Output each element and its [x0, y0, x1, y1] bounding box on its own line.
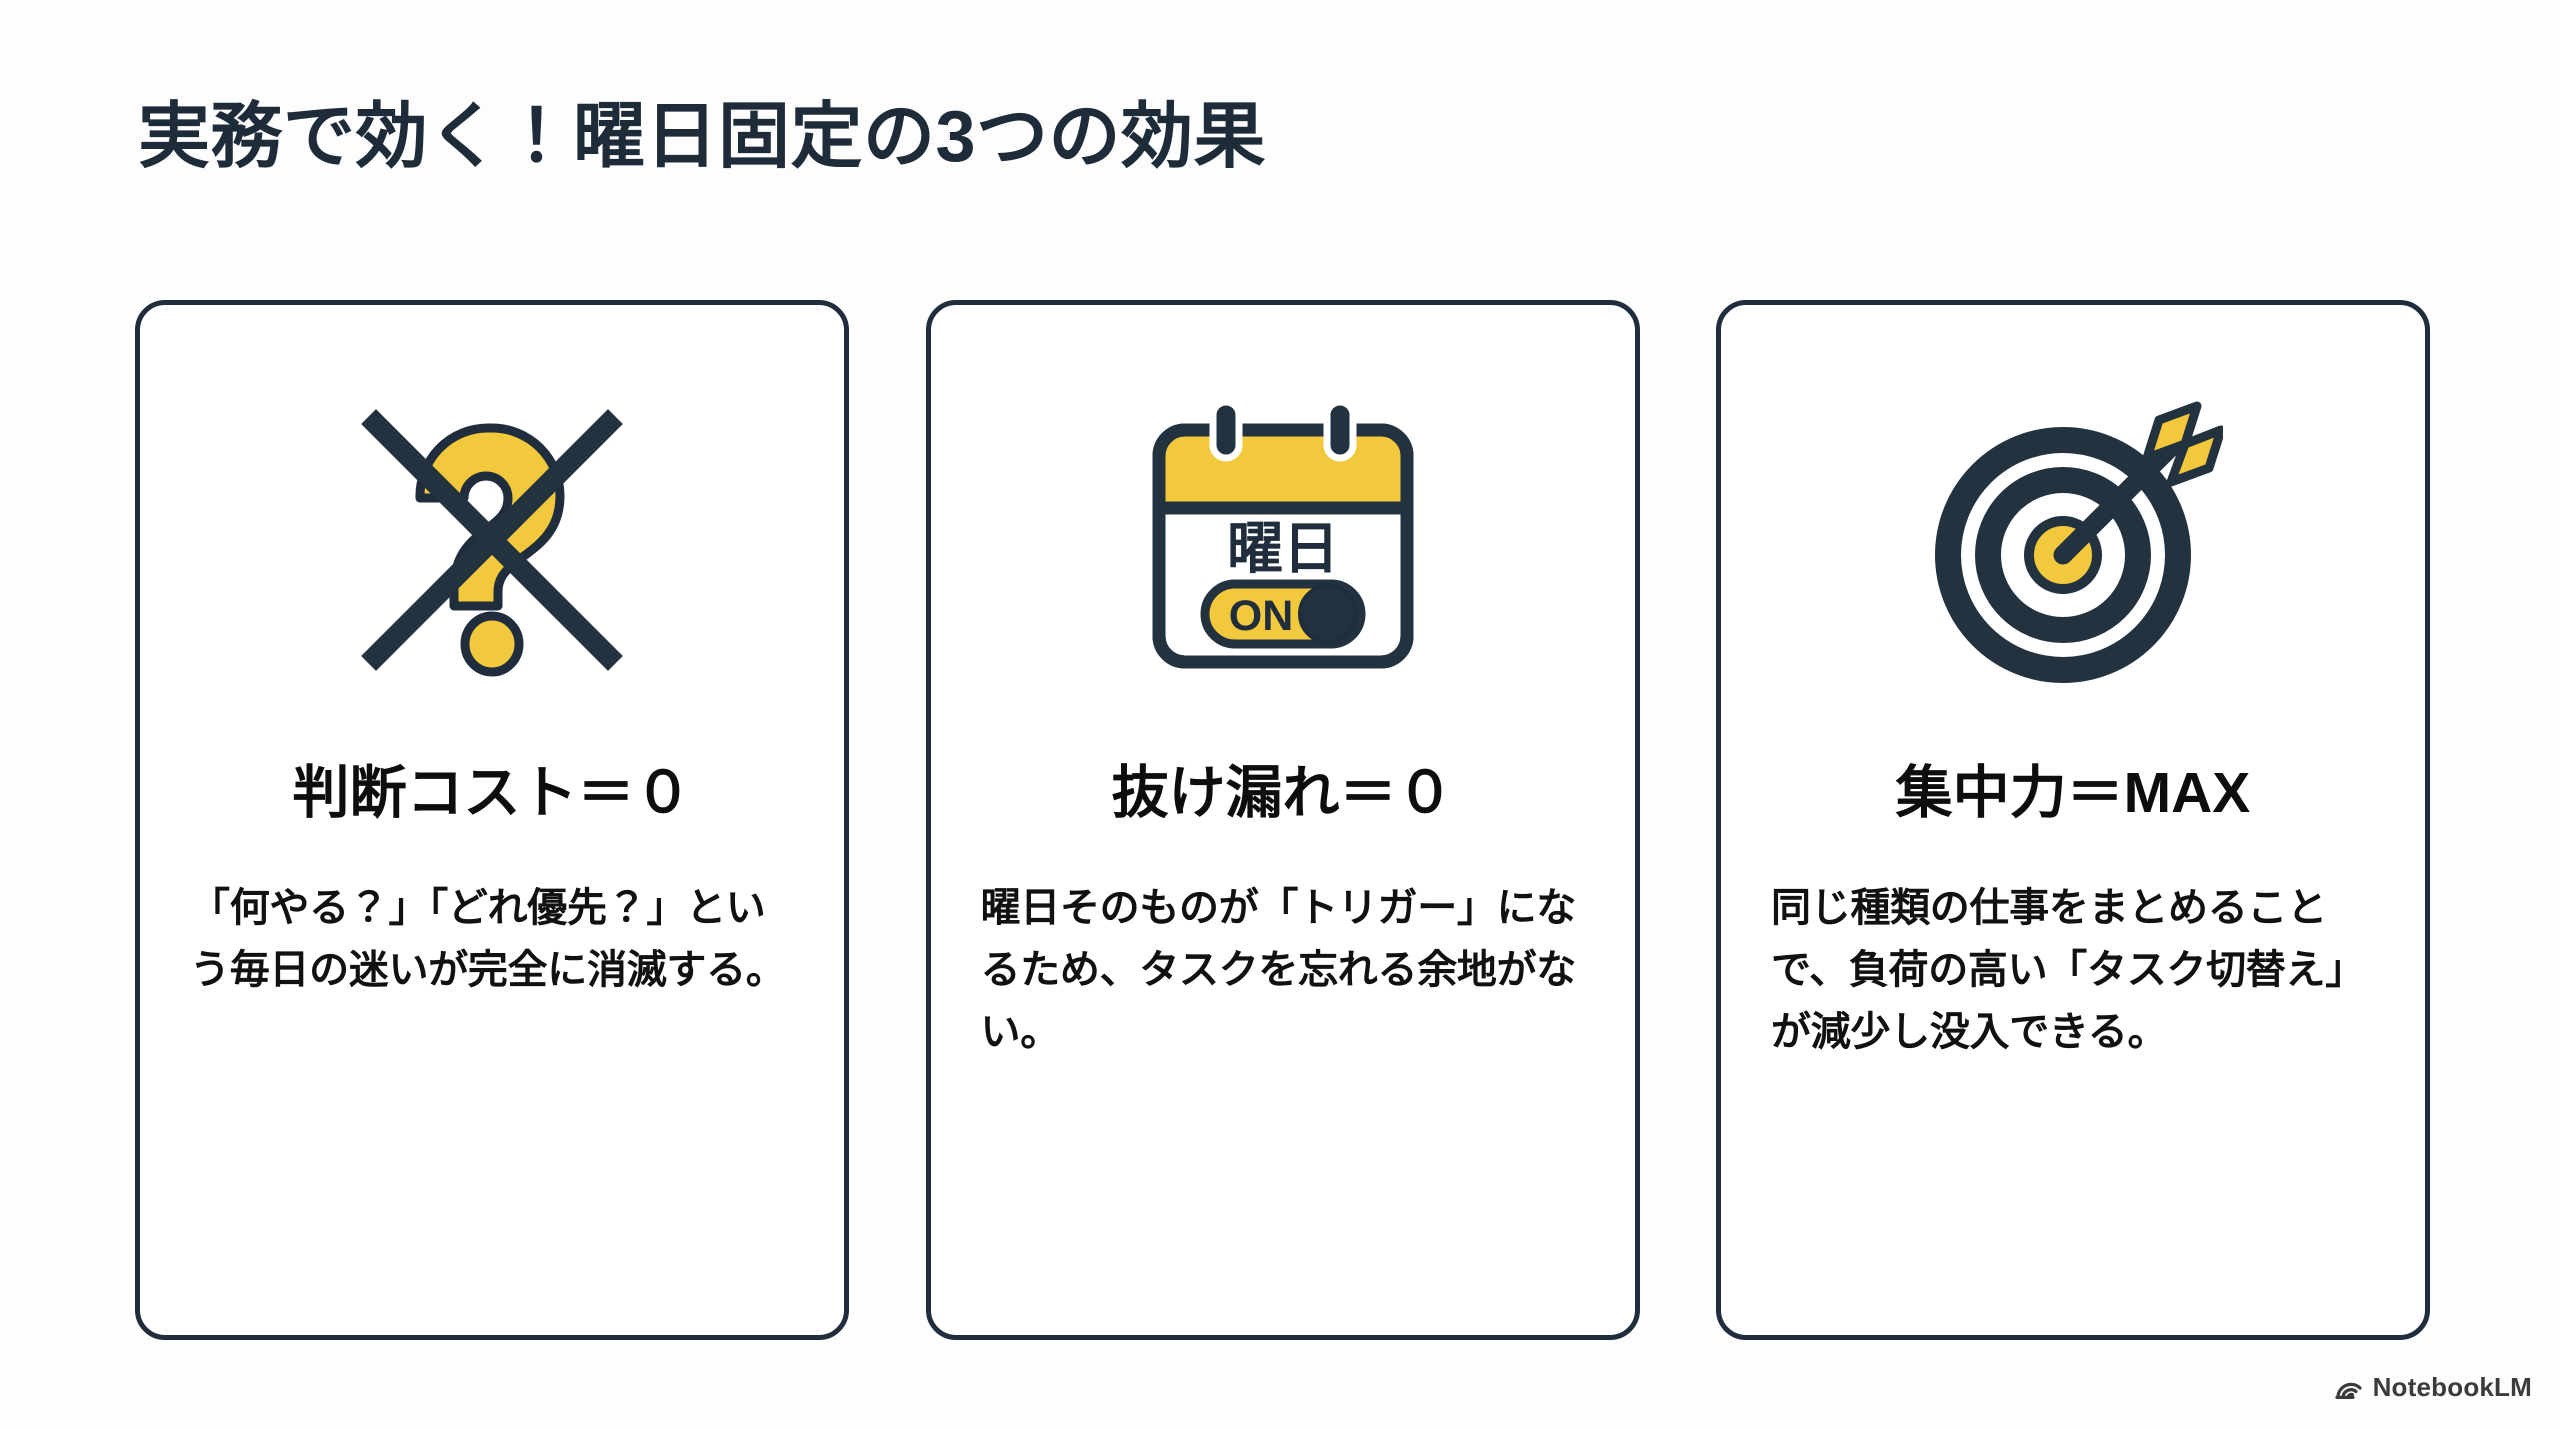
toggle-on-label: ON	[1228, 592, 1293, 640]
effect-card-3-heading: 集中力＝MAX	[1895, 761, 2251, 825]
crossed-out-question-mark-icon	[184, 375, 800, 705]
calendar-toggle-on-icon: 曜日 ON	[975, 375, 1591, 705]
notebooklm-watermark: NotebookLM	[2334, 1372, 2532, 1403]
notebooklm-label: NotebookLM	[2372, 1372, 2532, 1402]
calendar-day-label: 曜日	[1227, 517, 1339, 580]
effect-card-2: 曜日 ON 抜け漏れ＝０ 曜日そのものが「トリガー」になるため、タスクを忘れる余…	[925, 300, 1640, 1340]
notebooklm-spiral-icon	[2334, 1376, 2363, 1400]
target-with-arrow-icon	[1765, 375, 2381, 705]
effect-card-3: 集中力＝MAX 同じ種類の仕事をまとめることで、負荷の高い「タスク切替え」が減少…	[1716, 300, 2430, 1340]
effect-card-2-heading: 抜け漏れ＝０	[1111, 761, 1454, 825]
effect-card-1-heading: 判断コスト＝０	[292, 761, 692, 825]
page-title: 実務で効く！曜日固定の3つの効果	[138, 97, 1267, 177]
effect-card-1-body: 「何やる？」「どれ優先？」という毎日の迷いが完全に消滅する。	[190, 885, 786, 992]
effect-card-3-body: 同じ種類の仕事をまとめることで、負荷の高い「タスク切替え」が減少し没入できる。	[1771, 885, 2365, 1055]
effect-card-row: 判断コスト＝０ 「何やる？」「どれ優先？」という毎日の迷いが完全に消滅する。 曜…	[135, 300, 2430, 1340]
effect-card-2-body: 曜日そのものが「トリガー」になるため、タスクを忘れる余地がない。	[980, 885, 1577, 1055]
effect-card-1: 判断コスト＝０ 「何やる？」「どれ優先？」という毎日の迷いが完全に消滅する。	[135, 300, 849, 1340]
